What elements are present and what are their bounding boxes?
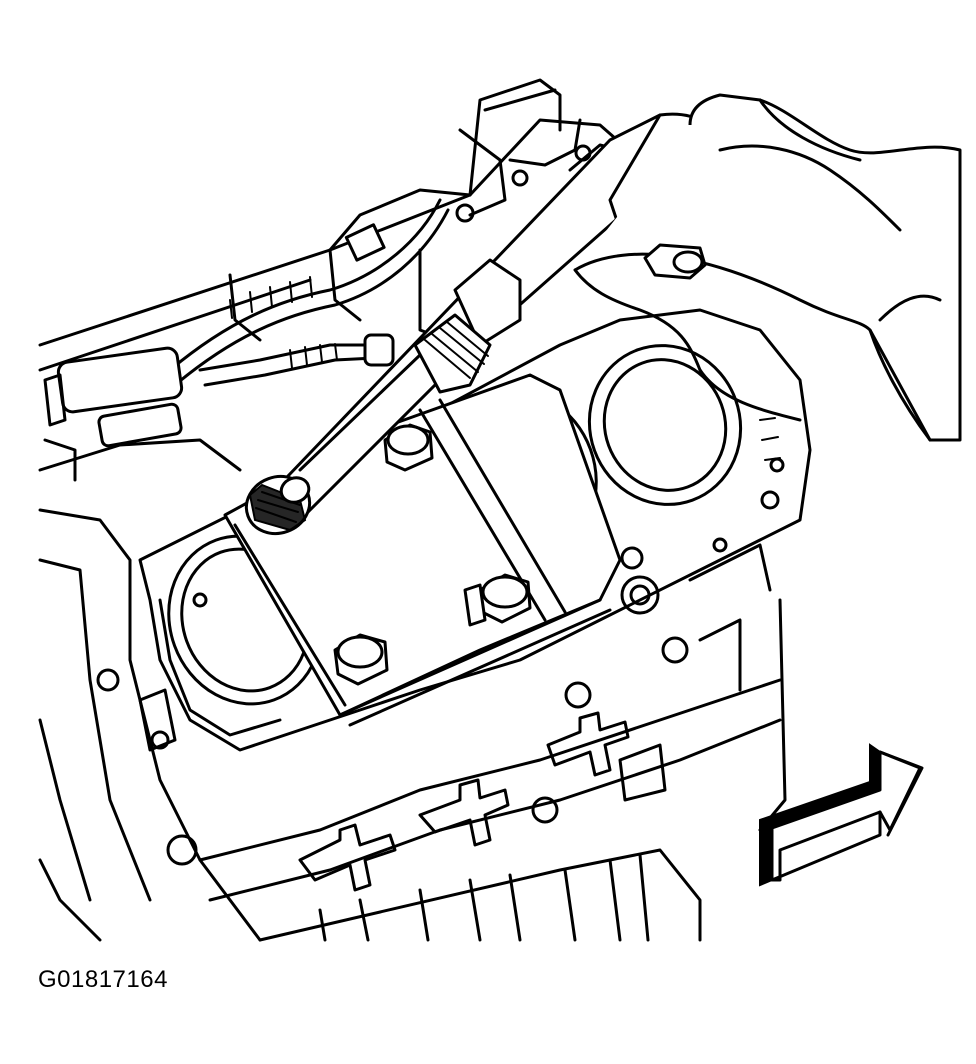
figure-id-label: G01817164 [38, 966, 168, 993]
engine-block-lower [38, 438, 787, 942]
engine-block-upper [38, 78, 642, 372]
bolt-2 [478, 573, 532, 624]
straight-edge-plate [223, 373, 622, 727]
bolt-1 [383, 423, 434, 472]
bolt-4 [463, 583, 487, 627]
engine-block-illustration [38, 78, 962, 942]
inspection-tool [244, 113, 697, 535]
technician-hand [573, 93, 962, 442]
wiring-harness [43, 198, 450, 482]
bolt-3 [333, 633, 389, 686]
plate-bolts [333, 423, 532, 686]
arrow-right-icon [759, 743, 924, 887]
